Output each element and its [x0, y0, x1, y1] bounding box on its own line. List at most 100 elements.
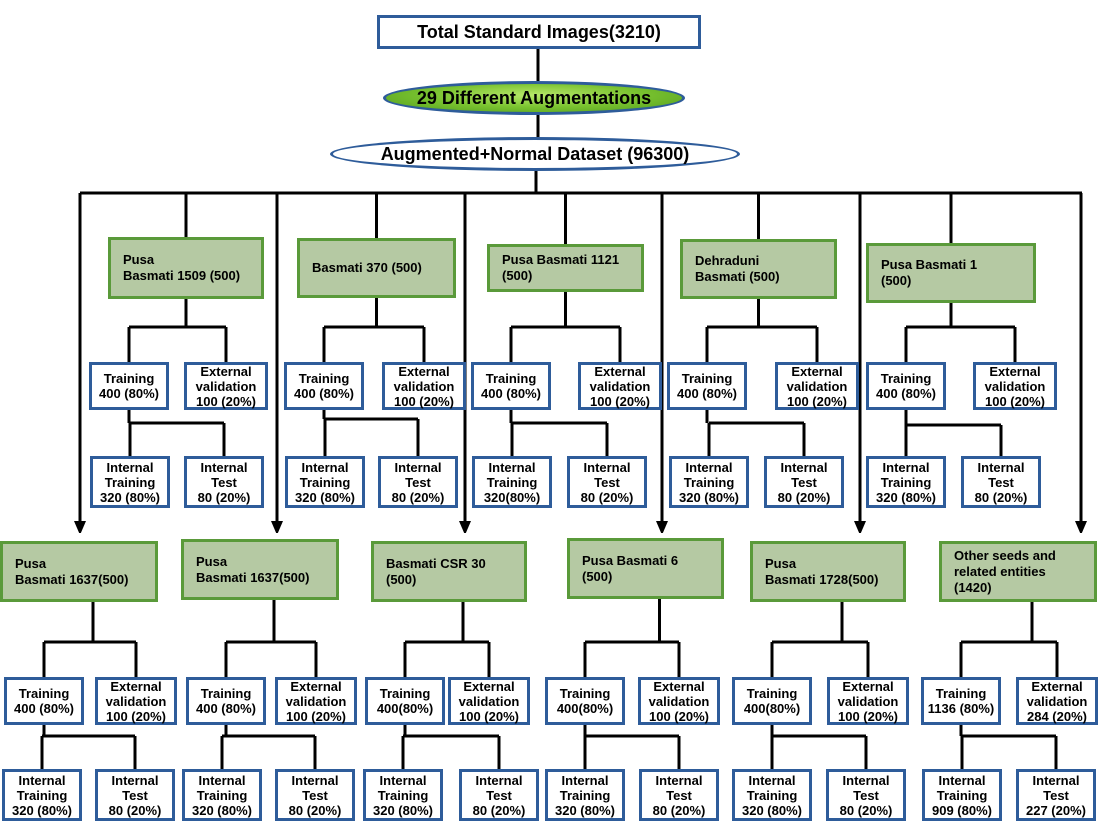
training-box-line: 400(80%) — [743, 701, 801, 716]
external-validation-box-line: validation — [589, 378, 651, 394]
training-box-line: Training — [681, 371, 733, 386]
internal-test-box-line: Test — [594, 474, 620, 490]
internal-training-box-line: Internal — [301, 459, 349, 475]
variety-box-line: Pusa — [765, 555, 797, 571]
internal-training-box-line: Internal — [488, 459, 536, 475]
internal-test-box-line: 80 (20%) — [108, 802, 162, 818]
internal-test-box-line: 80 (20%) — [974, 489, 1028, 505]
variety-box-line: Basmati 370 (500) — [312, 260, 422, 275]
external-validation-box-line: 100 (20%) — [590, 393, 650, 409]
internal-test-box-line: Internal — [655, 772, 703, 788]
internal-test-box-line: Internal — [475, 772, 523, 788]
internal-test-box-line: 80 (20%) — [197, 489, 251, 505]
variety-box-line: Pusa — [196, 553, 228, 569]
internal-test-box-line: Test — [791, 474, 817, 490]
variety-box-line: Basmati 1728(500) — [765, 571, 879, 587]
variety-box-line: Pusa — [15, 555, 47, 571]
external-validation-box-line: validation — [837, 693, 899, 709]
external-validation-box-line: External — [791, 363, 843, 379]
variety-box-line: Basmati CSR 30 — [386, 555, 486, 571]
external-validation-box-line: validation — [393, 378, 455, 394]
variety-box-line: Pusa Basmati 6 — [582, 552, 679, 568]
internal-test-box-line: 80 (20%) — [288, 802, 342, 818]
variety-box: Pusa Basmati 6(500) — [567, 538, 724, 599]
training-box-line: Training — [103, 371, 155, 386]
internal-training-box-line: Training — [880, 474, 932, 490]
internal-training-box-line: Training — [16, 787, 68, 803]
external-validation-box-line: validation — [105, 693, 167, 709]
external-validation-box-line: 284 (20%) — [1027, 708, 1087, 724]
internal-training-box-line: 320 (80%) — [295, 489, 355, 505]
external-validation-box-line: validation — [458, 693, 520, 709]
variety-box: Pusa Basmati 1(500) — [866, 243, 1036, 303]
internal-training-box-line: 320 (80%) — [679, 489, 739, 505]
internal-training-box-line: 320 (80%) — [373, 802, 433, 818]
internal-training-box-line: 320 (80%) — [742, 802, 802, 818]
internal-test-box-line: Internal — [977, 459, 1025, 475]
internal-test-box-line: 80 (20%) — [777, 489, 831, 505]
external-validation-box-line: External — [653, 678, 705, 694]
internal-training-box-line: Internal — [882, 459, 930, 475]
training-box-line: Training — [485, 371, 537, 386]
internal-test-box-line: 80 (20%) — [472, 802, 526, 818]
variety-box-line: Other seeds and — [954, 547, 1056, 563]
training-box-line: 400 (80%) — [481, 386, 541, 401]
internal-training-box-line: Internal — [685, 459, 733, 475]
internal-test-box-line: Test — [486, 787, 512, 803]
training-box-line: Training — [559, 686, 611, 701]
internal-test-box-line: 80 (20%) — [580, 489, 634, 505]
internal-test-box-line: Test — [666, 787, 692, 803]
variety-box: Basmati 370 (500) — [297, 238, 456, 298]
internal-test-box-line: Test — [405, 474, 431, 490]
variety-box-line: (500) — [386, 571, 417, 587]
external-validation-box-line: External — [1031, 678, 1083, 694]
variety-box-line: (500) — [881, 273, 912, 288]
internal-test-box-line: Internal — [583, 459, 631, 475]
internal-training-box-line: Training — [559, 787, 611, 803]
variety-box-line: Pusa — [123, 252, 155, 267]
total-images-box: Total Standard Images(3210) — [377, 15, 701, 49]
internal-training-box-line: Training — [196, 787, 248, 803]
training-box-line: Training — [746, 686, 798, 701]
internal-test-box-line: 80 (20%) — [391, 489, 445, 505]
internal-test-box-line: Test — [211, 474, 237, 490]
internal-training-box-line: Training — [104, 474, 156, 490]
external-validation-box-line: External — [290, 678, 342, 694]
internal-training-box-line: Internal — [938, 772, 986, 788]
external-validation-box-line: External — [842, 678, 894, 694]
external-validation-box-line: validation — [786, 378, 848, 394]
augmentation-oval-label: 29 Different Augmentations — [416, 87, 652, 108]
internal-test-box-line: Test — [853, 787, 879, 803]
training-box-line: 400 (80%) — [677, 386, 737, 401]
internal-training-box-line: Training — [936, 787, 988, 803]
internal-test-box-line: 80 (20%) — [839, 802, 893, 818]
training-box-line: 400(80%) — [376, 701, 434, 716]
internal-training-box-line: Training — [486, 474, 538, 490]
external-validation-box-line: 100 (20%) — [459, 708, 519, 724]
training-box-line: 400 (80%) — [14, 701, 74, 716]
